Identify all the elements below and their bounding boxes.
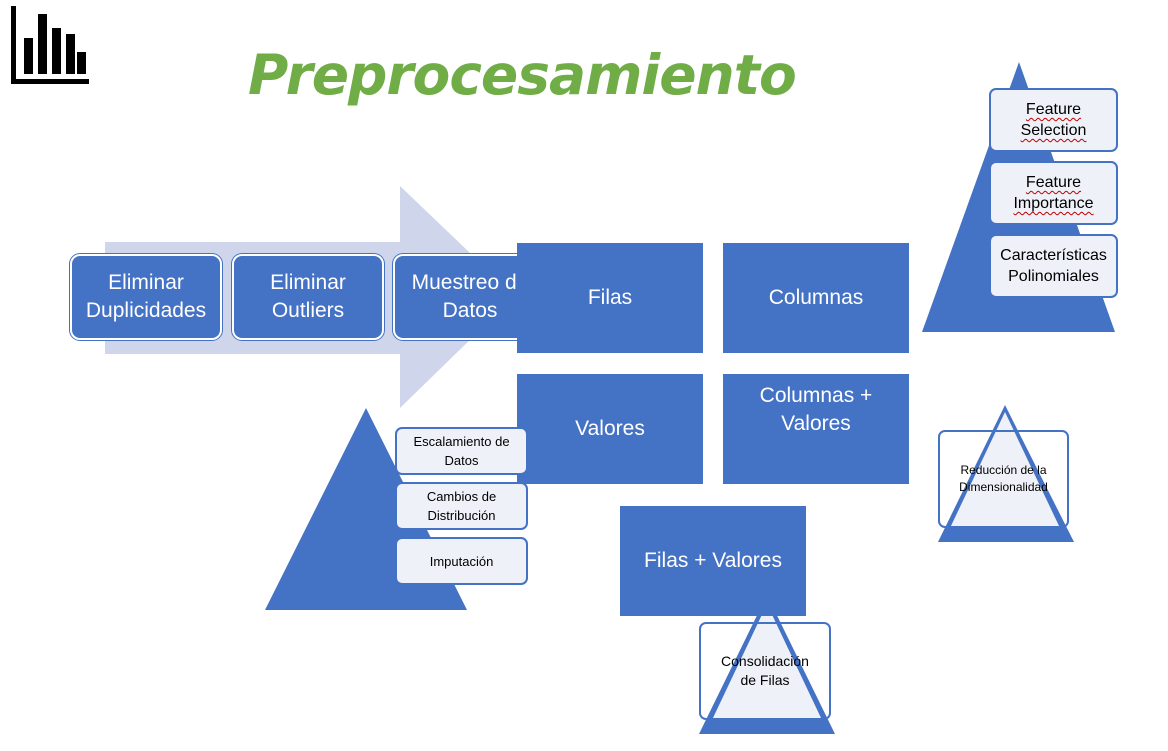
card-caracteristicas-polinomiales: Características Polinomiales — [989, 234, 1118, 298]
tile-columnas: Columnas — [723, 243, 909, 353]
card-feature-selection-label: Feature Selection — [1020, 101, 1087, 139]
page-title: Preprocesamiento — [248, 43, 797, 107]
step-eliminar-duplicidades: Eliminar Duplicidades — [70, 254, 222, 340]
card-caracteristicas-polinomiales-label: Características Polinomiales — [1000, 247, 1107, 285]
bar-chart-icon — [11, 6, 89, 84]
card-cambios-distribucion: Cambios de Distribución — [395, 482, 528, 530]
card-imputacion: Imputación — [395, 537, 528, 585]
card-escalamiento-datos-label: Escalamiento de Datos — [413, 434, 510, 468]
tile-valores: Valores — [517, 374, 703, 484]
step-eliminar-outliers: Eliminar Outliers — [232, 254, 384, 340]
card-feature-importance: Feature Importance — [989, 161, 1118, 225]
tile-filas-valores: Filas + Valores — [620, 506, 806, 616]
card-consolidacion-filas: Consolidación de Filas — [699, 622, 831, 720]
tile-columnas-valores: Columnas + Valores — [723, 374, 909, 484]
card-cambios-distribucion-label: Cambios de Distribución — [426, 489, 497, 523]
row-consolidation-inner — [712, 604, 822, 720]
dimension-reduction-inner — [950, 412, 1060, 528]
tile-filas: Filas — [517, 243, 703, 353]
card-escalamiento-datos: Escalamiento de Datos — [395, 427, 528, 475]
card-feature-selection: Feature Selection — [989, 88, 1118, 152]
card-feature-importance-label: Feature Importance — [1013, 174, 1094, 212]
card-reduccion-dimensionalidad: Reducción de la Dimensionalidad — [938, 430, 1069, 528]
card-imputacion-label: Imputación — [429, 553, 494, 569]
